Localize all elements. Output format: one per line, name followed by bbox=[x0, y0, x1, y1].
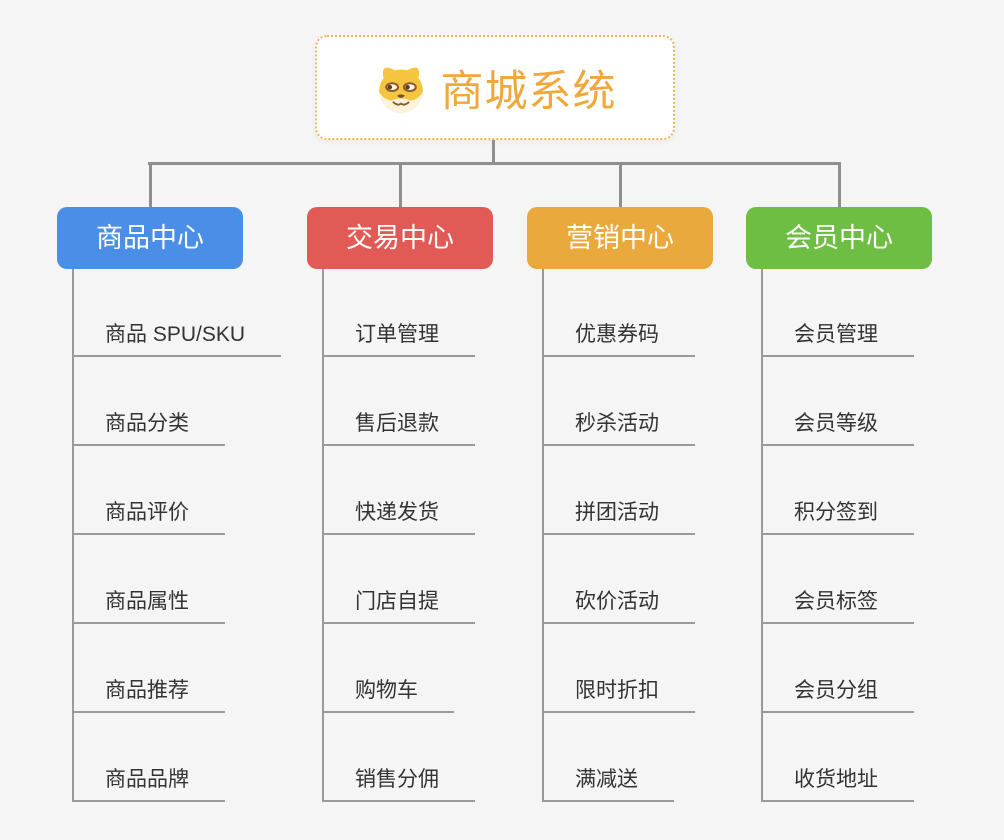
connector-horizontal bbox=[148, 162, 840, 165]
leaf-item[interactable]: 商品品牌 bbox=[73, 769, 225, 802]
branch-node-marketing-center[interactable]: 营销中心 bbox=[527, 207, 713, 269]
root-title: 商城系统 bbox=[440, 67, 617, 116]
leaf-item[interactable]: 会员标签 bbox=[762, 591, 914, 624]
leaf-item[interactable]: 会员管理 bbox=[762, 324, 914, 357]
leaf-item[interactable]: 收货地址 bbox=[762, 769, 914, 802]
leaf-item[interactable]: 会员分组 bbox=[762, 680, 914, 713]
leaf-item[interactable]: 积分签到 bbox=[762, 502, 914, 535]
leaf-item[interactable]: 购物车 bbox=[323, 680, 454, 713]
branch-node-trade-center[interactable]: 交易中心 bbox=[307, 207, 493, 269]
leaf-item[interactable]: 砍价活动 bbox=[543, 591, 695, 624]
leaf-item[interactable]: 限时折扣 bbox=[543, 680, 695, 713]
leaf-item[interactable]: 满减送 bbox=[543, 769, 674, 802]
leaf-item[interactable]: 会员等级 bbox=[762, 413, 914, 446]
branch-node-product-center[interactable]: 商品中心 bbox=[57, 207, 243, 269]
leaf-item[interactable]: 优惠券码 bbox=[543, 324, 695, 357]
leaf-item[interactable]: 商品 SPU/SKU bbox=[73, 324, 282, 357]
leaf-item[interactable]: 商品推荐 bbox=[73, 680, 225, 713]
connector-column-marketing-center bbox=[542, 269, 544, 802]
leaf-item[interactable]: 门店自提 bbox=[323, 591, 475, 624]
connector-drop-product-center bbox=[148, 162, 152, 207]
connector-drop-member-center bbox=[837, 162, 841, 207]
leaf-item[interactable]: 拼团活动 bbox=[543, 502, 695, 535]
connector-drop-trade-center bbox=[398, 162, 402, 207]
leaf-item[interactable]: 商品分类 bbox=[73, 413, 225, 446]
connector-column-product-center bbox=[72, 269, 74, 802]
connector-column-member-center bbox=[761, 269, 763, 802]
root-node[interactable]: 商城系统 bbox=[315, 35, 675, 140]
leaf-item[interactable]: 订单管理 bbox=[323, 324, 475, 357]
branch-node-member-center[interactable]: 会员中心 bbox=[746, 207, 932, 269]
connector-root-stem bbox=[492, 140, 495, 163]
leaf-item[interactable]: 快递发货 bbox=[323, 502, 475, 535]
dog-face-icon bbox=[378, 67, 423, 113]
leaf-item[interactable]: 销售分佣 bbox=[323, 769, 475, 802]
connector-column-trade-center bbox=[322, 269, 324, 802]
connector-drop-marketing-center bbox=[618, 162, 622, 207]
leaf-item[interactable]: 售后退款 bbox=[323, 413, 475, 446]
leaf-item[interactable]: 商品属性 bbox=[73, 591, 225, 624]
leaf-item[interactable]: 秒杀活动 bbox=[543, 413, 695, 446]
leaf-item[interactable]: 商品评价 bbox=[73, 502, 225, 535]
